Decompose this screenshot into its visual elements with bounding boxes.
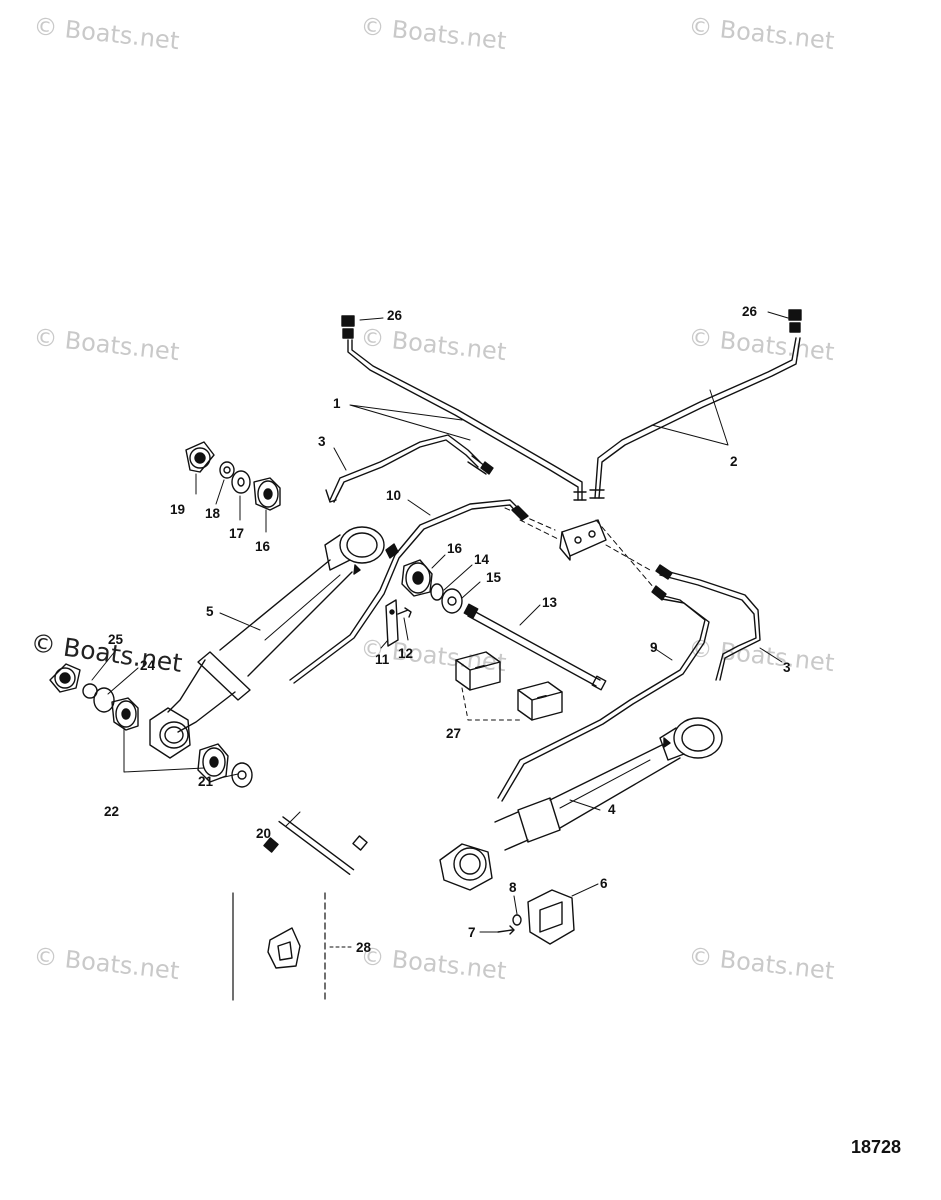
washer-15 [441, 588, 463, 614]
bushing-22-bottom [197, 743, 229, 783]
bushing-19 [185, 441, 215, 473]
callout-26: 26 [742, 304, 758, 319]
leader-27 [461, 687, 521, 721]
callout-26: 26 [387, 308, 403, 323]
callout-15: 15 [486, 570, 502, 585]
callout-16: 16 [447, 541, 463, 556]
callout-1: 1 [333, 396, 341, 411]
clevis-left [149, 707, 191, 759]
callout-18: 18 [205, 506, 221, 521]
pin-13 [463, 603, 607, 691]
dashed-leaders [504, 507, 661, 596]
clevis-right [439, 843, 493, 891]
callout-4: 4 [608, 802, 616, 817]
hose-2 [589, 309, 802, 499]
block-27-b [517, 681, 563, 721]
bushing-16 [253, 477, 281, 511]
washer-8 [512, 914, 522, 926]
anode-6 [527, 889, 575, 945]
hose-3-right [655, 564, 761, 681]
callout-11: 11 [375, 652, 390, 667]
callout-13: 13 [542, 595, 558, 610]
block-27-a [455, 651, 501, 691]
callout-24: 24 [140, 658, 156, 673]
bushing-22-top [111, 697, 139, 731]
callout-labels: 26 26 1 2 3 3 10 19 18 17 16 16 14 15 13… [104, 304, 791, 955]
callout-10: 10 [386, 488, 401, 503]
hose-1 [341, 315, 587, 501]
cylinder-4 [494, 717, 723, 851]
callout-3: 3 [783, 660, 791, 675]
washer-14 [430, 583, 444, 601]
hose-9 [497, 585, 710, 802]
screw-7 [497, 925, 515, 935]
callout-5: 5 [206, 604, 214, 619]
cylinder-5 [167, 526, 385, 733]
callout-21: 21 [198, 774, 214, 789]
callout-2: 2 [730, 454, 738, 469]
washer-25 [49, 663, 81, 693]
callout-22: 22 [104, 804, 119, 819]
washer-18 [219, 461, 235, 479]
callout-16: 16 [255, 539, 271, 554]
washer-17 [231, 470, 251, 494]
figure-number: 18728 [850, 1137, 901, 1157]
callout-28: 28 [356, 940, 372, 955]
callout-19: 19 [170, 502, 185, 517]
callout-14: 14 [474, 552, 490, 567]
callout-12: 12 [398, 646, 413, 661]
callout-27: 27 [446, 726, 461, 741]
pin-20 [263, 816, 368, 875]
callout-7: 7 [468, 925, 476, 940]
callout-9: 9 [650, 640, 658, 655]
hose-3-left [325, 434, 494, 503]
callout-3: 3 [318, 434, 326, 449]
screw-12 [397, 607, 412, 618]
callout-6: 6 [600, 876, 608, 891]
manifold-block [559, 519, 607, 561]
callout-20: 20 [256, 826, 271, 841]
clip-11 [385, 599, 399, 647]
bushing-16-center [401, 559, 433, 597]
leader-lines [91, 311, 789, 933]
callout-8: 8 [509, 880, 517, 895]
washer-23 [93, 687, 115, 713]
part-28-frame [232, 892, 353, 1001]
hose-10 [289, 499, 529, 684]
callout-25: 25 [108, 632, 124, 647]
callout-17: 17 [229, 526, 244, 541]
